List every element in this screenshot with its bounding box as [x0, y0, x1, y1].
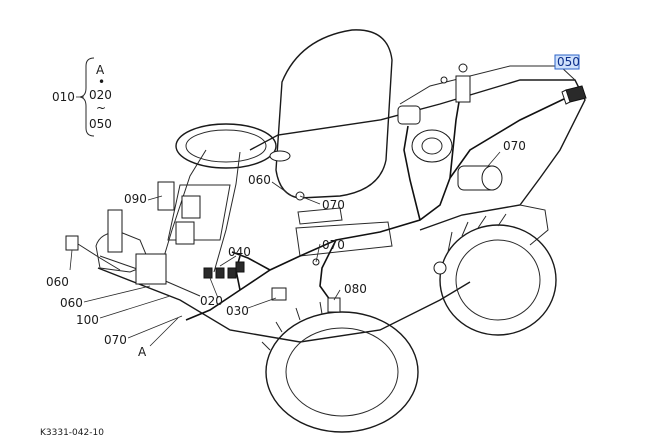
relay-2 [215, 267, 225, 279]
relay-1 [203, 267, 213, 279]
steering-column [159, 149, 241, 273]
leader-lines [69, 151, 501, 347]
legend-left-code: 010 [52, 90, 75, 104]
callout-a-bottom: A [138, 345, 147, 359]
step-plate [295, 221, 393, 257]
legend-item-a: A [96, 63, 105, 77]
callout-060-left2: 060 [60, 296, 83, 310]
chassis-lower [97, 267, 471, 343]
headlight-housing [135, 253, 167, 285]
callout-070-center: 070 [322, 238, 345, 252]
callout-020: 020 [200, 294, 223, 308]
legend-item-020: 020 [89, 88, 112, 102]
floor-pad [297, 207, 343, 225]
rear-side [519, 204, 549, 246]
lever-block [107, 209, 123, 253]
switch-block [181, 195, 201, 219]
connector-050 [561, 85, 587, 105]
legend-item-050: 050 [89, 117, 112, 131]
footer-code: K3331-042-10 [40, 428, 104, 438]
connector-030 [271, 287, 287, 301]
callout-070-mid: 070 [322, 198, 345, 212]
relay-block [175, 221, 195, 245]
seat-back [275, 29, 393, 199]
rear-wheel [439, 213, 557, 336]
callout-090: 090 [124, 192, 147, 206]
front-wheel [261, 301, 419, 433]
fuse-block [455, 75, 471, 103]
callout-100: 100 [76, 313, 99, 327]
front-connector [65, 235, 79, 251]
gauge-block [157, 181, 175, 211]
callout-080: 080 [344, 282, 367, 296]
steering-assembly [107, 123, 277, 285]
alternator [411, 129, 453, 163]
seat-switch [269, 150, 291, 162]
callout-060-seat: 060 [248, 173, 271, 187]
callout-060-left1: 060 [46, 275, 69, 289]
callout-050: 050 [557, 55, 580, 69]
rear-hood-edge [399, 65, 576, 105]
callouts: 050 070 060 070 090 070 040 060 080 060 … [46, 54, 580, 359]
relay-4 [235, 261, 245, 273]
harness-branch-left [231, 251, 271, 271]
relay-3 [227, 267, 237, 279]
callout-050-highlight [554, 54, 580, 70]
wiring-harness [185, 83, 567, 321]
harness-branch-alt [403, 125, 421, 221]
legend-tilde: ~ [96, 101, 106, 115]
hitch-pin [433, 261, 447, 275]
components [65, 63, 587, 313]
callout-070-right: 070 [503, 139, 526, 153]
legend: 010 A • 020 ~ 050 [52, 57, 112, 137]
sensor-080 [327, 297, 341, 313]
callout-030: 030 [226, 304, 249, 318]
legend-dot: • [98, 75, 105, 89]
callout-040: 040 [228, 245, 251, 259]
callout-070-bottom: 070 [104, 333, 127, 347]
sensor-canister [397, 105, 421, 125]
dash-panel [167, 184, 231, 241]
harness-branch-stub [235, 255, 241, 291]
legend-brace [79, 57, 95, 137]
